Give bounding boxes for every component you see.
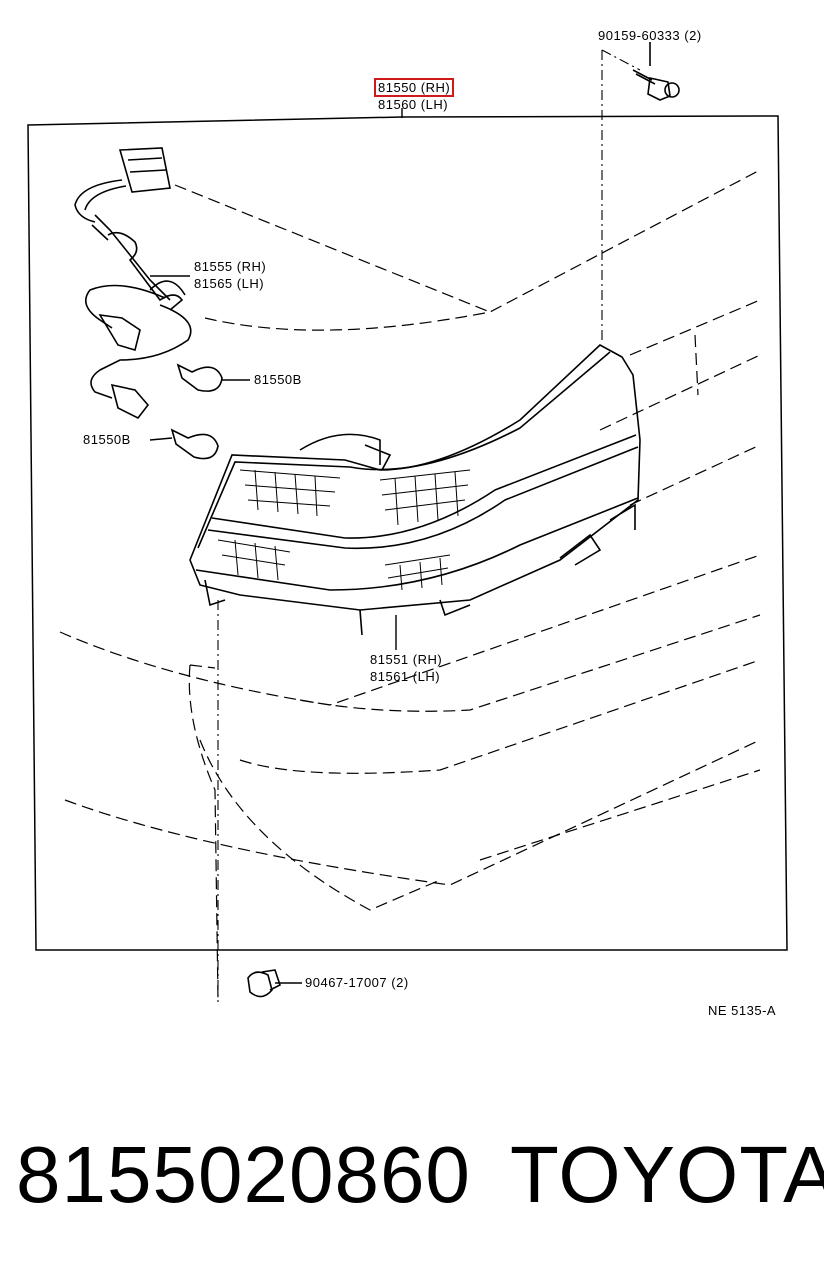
bolt-part-number: 90159-60333 (598, 28, 681, 43)
clip-nut-icon (247, 969, 281, 998)
bulb-icon (149, 363, 250, 460)
nut-callout: 90467-17007 (2) (305, 975, 409, 990)
lens-lh-callout: 81561 (LH) (370, 669, 441, 684)
wire-harness-icon (74, 147, 192, 420)
caption-bar: 8155020860 TOYOTA (0, 1125, 824, 1245)
bulb-lower-callout: 81550B (83, 432, 131, 447)
leader-lines (217, 49, 641, 1002)
assembly-rh-callout[interactable]: 81550 (RH) (373, 78, 455, 97)
diagram-drawing (27, 42, 788, 1002)
bolt-callout: 90159-60333 (2) (598, 28, 702, 43)
frame-outline (27, 115, 788, 951)
socket-lh-callout: 81565 (LH) (194, 276, 265, 291)
bolt-quantity: (2) (684, 28, 702, 43)
socket-rh-callout: 81555 (RH) (194, 259, 267, 274)
tail-lamp-icon (189, 344, 641, 636)
nut-part-number: 90467-17007 (305, 975, 388, 990)
bulb-upper-callout: 81550B (254, 372, 302, 387)
brand-title: TOYOTA (510, 1130, 824, 1219)
body-contours (59, 169, 761, 1001)
figure-code: NE 5135-A (708, 1003, 777, 1018)
lens-rh-callout: 81551 (RH) (370, 652, 443, 667)
bolt-icon (632, 42, 680, 101)
part-number-title: 8155020860 (16, 1130, 471, 1219)
parts-diagram: 90159-60333 (2) 81550 (RH) 81560 (LH) 81… (27, 28, 788, 1018)
assembly-lh-callout: 81560 (LH) (378, 97, 449, 112)
nut-quantity: (2) (391, 975, 409, 990)
